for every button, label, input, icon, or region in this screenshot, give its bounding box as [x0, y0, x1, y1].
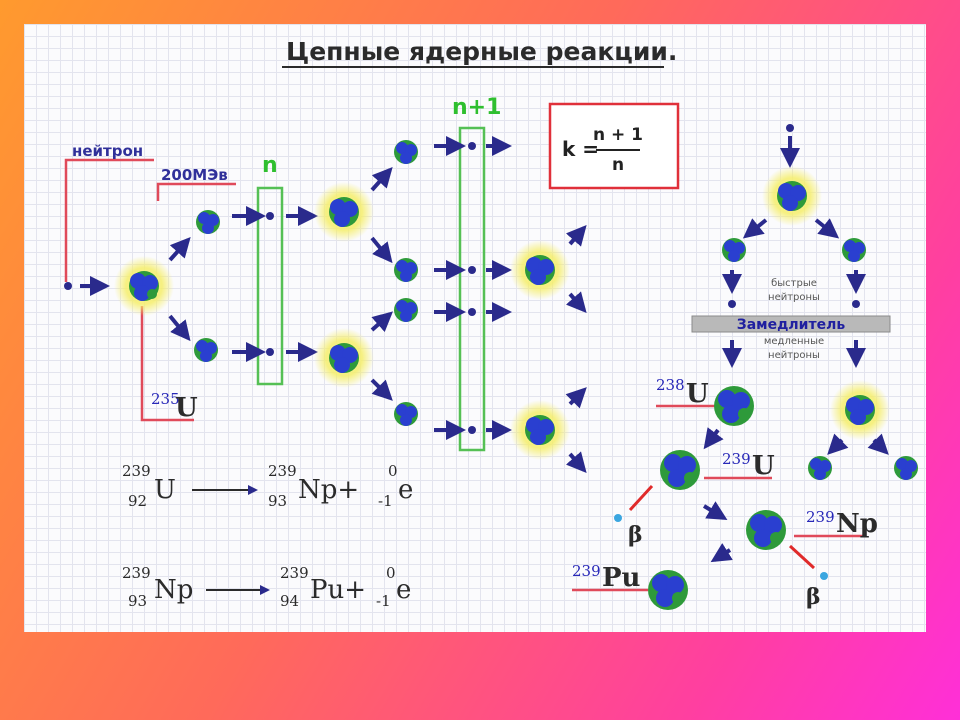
- energy-label: 200МЭв: [161, 166, 228, 184]
- eq2-p1-mass: 239: [280, 564, 309, 582]
- eq1-p1-charge: 93: [268, 492, 287, 510]
- eq2-lhs-mass: 239: [122, 564, 151, 582]
- moderator-label: Замедлитель: [737, 317, 846, 333]
- group-n-label: n: [262, 153, 278, 178]
- group-n1-box: [458, 126, 486, 452]
- k-formula-numerator: n + 1: [593, 125, 643, 145]
- slow-neutrons-line2: нейтроны: [768, 350, 820, 361]
- callout-lines: [64, 158, 236, 422]
- eq2-p2-charge: -1: [376, 592, 391, 610]
- breeder-diagram: Замедлитель быстрые нейтроны медленные н…: [572, 124, 918, 610]
- u238-mass: 238: [656, 376, 685, 394]
- fast-neutrons-line2: нейтроны: [768, 292, 820, 303]
- fragment-nucleus: [808, 456, 832, 480]
- eq2-lhs-charge: 93: [128, 592, 147, 610]
- moderator-bar: [691, 315, 891, 333]
- fast-neutrons-line1: быстрые: [771, 278, 817, 289]
- fragment-nucleus: [194, 338, 218, 362]
- u235-nucleus: [510, 400, 570, 460]
- eq1-p2-mass: 0: [388, 462, 398, 480]
- u235-nucleus: [510, 240, 570, 300]
- fragment-nucleus: [394, 298, 418, 322]
- u235-nucleus: [830, 380, 890, 440]
- breeder-callouts: [572, 404, 866, 592]
- fragment-nucleus: [894, 456, 918, 480]
- pu239-nucleus: [648, 570, 688, 610]
- k-formula-box: [548, 102, 680, 190]
- eq1-lhs-charge: 92: [128, 492, 147, 510]
- equation-2: 239 93 Np 239 94 Pu+ 0 -1 e: [122, 564, 411, 610]
- np239-nucleus: [746, 510, 786, 550]
- beta-label-1: β: [628, 522, 643, 548]
- k-formula-denominator: n: [612, 155, 624, 175]
- breeder-arrows: [702, 136, 889, 563]
- fragment-nucleus: [394, 258, 418, 282]
- u238-nucleus: [714, 386, 754, 426]
- fragment-nucleus: [842, 238, 866, 262]
- neutron-dots: [64, 142, 476, 434]
- eq2-p1-charge: 94: [280, 592, 299, 610]
- pu239-symbol: Pu: [602, 563, 641, 593]
- chain-arrows: [80, 136, 587, 474]
- eq1-lhs-symbol: U: [154, 475, 176, 505]
- slow-neutrons-line1: медленные: [764, 336, 824, 347]
- u238-symbol: U: [686, 379, 709, 409]
- u235-symbol: U: [175, 393, 198, 423]
- np239-mass: 239: [806, 508, 835, 526]
- page-title: Цепные ядерные реакции.: [286, 37, 677, 66]
- u239-nucleus: [660, 450, 700, 490]
- u235-mass: 235: [151, 390, 180, 408]
- nuclei-main: [114, 140, 570, 460]
- u235-nucleus: [314, 328, 374, 388]
- np239-symbol: Np: [836, 509, 878, 539]
- u235-nucleus: [762, 166, 822, 226]
- fragment-nucleus: [394, 402, 418, 426]
- pu239-mass: 239: [572, 562, 601, 580]
- u239-symbol: U: [752, 451, 775, 481]
- beta-particles: [614, 514, 828, 580]
- group-n1-label: n+1: [452, 95, 501, 120]
- k-formula-lhs: k =: [562, 137, 599, 161]
- equation-1: 239 92 U 239 93 Np+ 0 -1 e: [122, 462, 413, 510]
- u235-nucleus: [314, 182, 374, 242]
- fragment-nucleus: [196, 210, 220, 234]
- eq1-p2-charge: -1: [378, 492, 393, 510]
- breeder-neutron-dots: [728, 124, 860, 308]
- neutron-label: нейтрон: [72, 142, 143, 160]
- u235-nucleus: [114, 256, 174, 316]
- chain-reaction-diagram: Цепные ядерные реакции. нейтрон 200МЭв 2…: [64, 37, 918, 610]
- eq1-p2-symbol: e: [398, 475, 413, 505]
- eq2-p1-symbol: Pu+: [310, 575, 366, 605]
- beta-label-2: β: [806, 584, 821, 610]
- u239-mass: 239: [722, 450, 751, 468]
- group-n-box: [256, 186, 284, 386]
- eq2-lhs-symbol: Np: [154, 575, 193, 605]
- fragment-nucleus: [722, 238, 746, 262]
- beta-arrows: [628, 484, 816, 570]
- diagram-panel: Цепные ядерные реакции. нейтрон 200МЭв 2…: [24, 24, 926, 632]
- eq2-p2-mass: 0: [386, 564, 396, 582]
- eq1-p1-mass: 239: [268, 462, 297, 480]
- eq1-lhs-mass: 239: [122, 462, 151, 480]
- fragment-nucleus: [394, 140, 418, 164]
- eq2-p2-symbol: e: [396, 575, 411, 605]
- eq1-p1-symbol: Np+: [298, 475, 359, 505]
